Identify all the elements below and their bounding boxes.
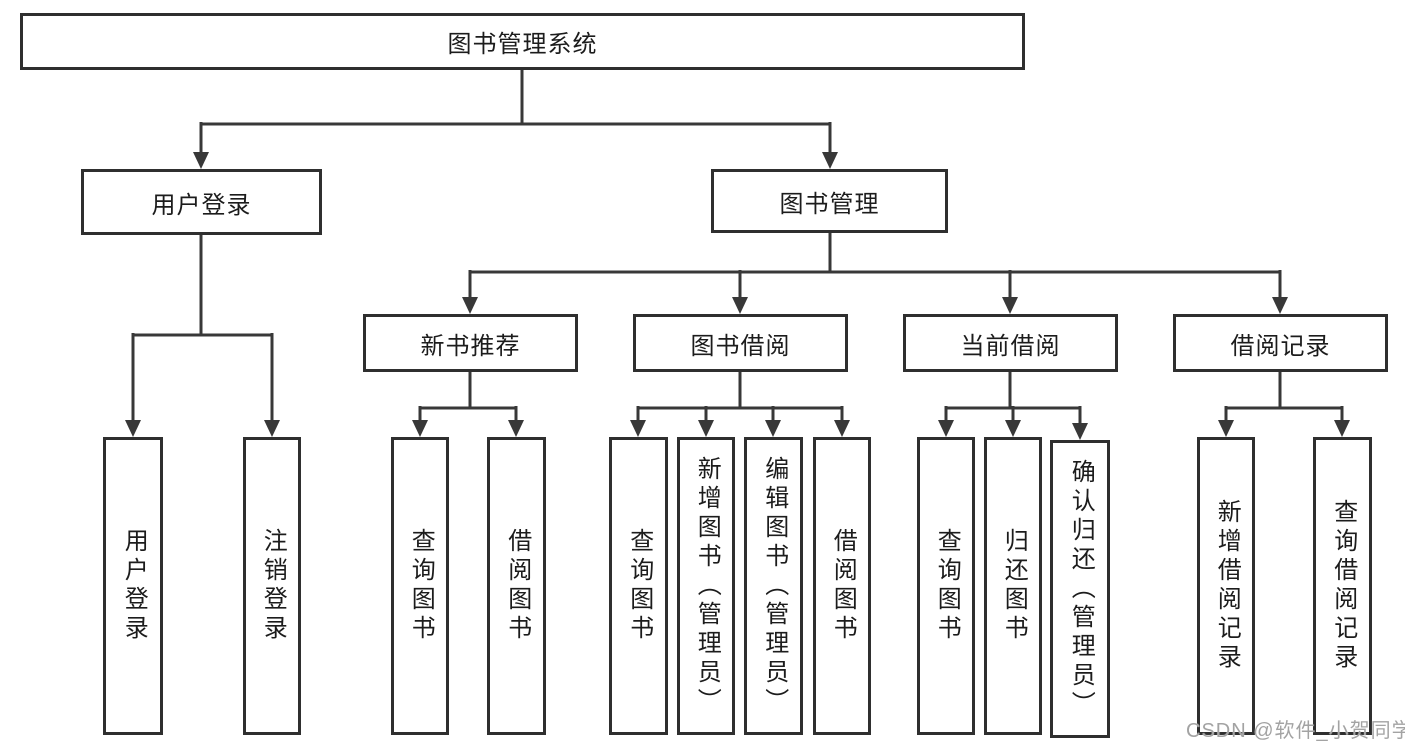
arrowhead-icon (264, 420, 280, 437)
arrowhead-icon (508, 420, 524, 437)
arrowhead-icon (732, 297, 748, 314)
connector-book-borrow (636, 372, 844, 421)
node-root-label: 图书管理系统 (447, 31, 598, 58)
node-current-borrow-label: 当前借阅 (960, 332, 1061, 360)
leaf-logout-label: 注销登录 (259, 528, 287, 644)
leaf-query-borrow-record: 查询借阅记录 (1313, 437, 1372, 735)
arrowhead-icon (765, 420, 781, 437)
connector-user-login (131, 235, 274, 421)
connector-borrow-records-arrows (1218, 420, 1350, 437)
node-book-borrow: 图书借阅 (633, 314, 848, 372)
leaf-borrow-book-1-label: 借阅图书 (503, 528, 531, 644)
leaf-query-borrow-record-label: 查询借阅记录 (1329, 499, 1357, 673)
leaf-confirm-return-admin: 确认归还（管理员） (1050, 440, 1110, 738)
leaf-query-book-1-label: 查询图书 (407, 528, 435, 644)
connector-new-book (418, 372, 518, 421)
connector-current-borrow (944, 372, 1082, 424)
node-borrow-records: 借阅记录 (1173, 314, 1388, 372)
leaf-add-borrow-record-label: 新增借阅记录 (1213, 499, 1241, 673)
node-current-borrow: 当前借阅 (903, 314, 1118, 372)
node-new-book-rec: 新书推荐 (363, 314, 578, 372)
node-root: 图书管理系统 (20, 13, 1025, 70)
arrowhead-icon (1272, 297, 1288, 314)
connector-current-borrow-arrows (938, 420, 1088, 440)
leaf-query-book-2-label: 查询图书 (625, 528, 653, 644)
arrowhead-icon (834, 420, 850, 437)
connector-line (1224, 372, 1344, 421)
leaf-user-login-label: 用户登录 (120, 528, 148, 644)
leaf-edit-book-admin: 编辑图书（管理员） (744, 437, 803, 735)
connector-new-book-arrows (412, 420, 524, 437)
arrowhead-icon (412, 420, 428, 437)
leaf-borrow-book-1: 借阅图书 (487, 437, 546, 735)
watermark: CSDN @软件_小贺同学 (1186, 720, 1405, 742)
leaf-edit-book-admin-label: 编辑图书（管理员） (760, 455, 788, 717)
node-user-login: 用户登录 (81, 169, 322, 235)
node-user-login-label: 用户登录 (151, 191, 252, 219)
leaf-query-book-2: 查询图书 (609, 437, 668, 735)
connector-line (418, 372, 518, 421)
arrowhead-icon (1005, 420, 1021, 437)
arrowhead-icon (938, 420, 954, 437)
leaf-query-book-1: 查询图书 (391, 437, 449, 735)
node-book-borrow-label: 图书借阅 (690, 332, 791, 360)
leaf-add-book-admin: 新增图书（管理员） (677, 437, 735, 735)
arrowhead-icon (193, 152, 209, 169)
leaf-logout: 注销登录 (243, 437, 301, 735)
connector-root-arrows (193, 152, 838, 169)
leaf-add-borrow-record: 新增借阅记录 (1197, 437, 1255, 735)
connector-book-mgmt (468, 233, 1282, 298)
leaf-confirm-return-admin-label: 确认归还（管理员） (1067, 458, 1095, 720)
arrowhead-icon (822, 152, 838, 169)
connector-line (636, 372, 844, 421)
arrowhead-icon (630, 420, 646, 437)
arrowhead-icon (1218, 420, 1234, 437)
leaf-query-book-3: 查询图书 (917, 437, 975, 735)
arrowhead-icon (1002, 297, 1018, 314)
connector-book-mgmt-arrows (462, 297, 1288, 314)
connector-line (468, 233, 1282, 298)
arrowhead-icon (1334, 420, 1350, 437)
leaf-return-book: 归还图书 (984, 437, 1042, 735)
arrowhead-icon (698, 420, 714, 437)
arrowhead-icon (125, 420, 141, 437)
connector-line (199, 70, 832, 154)
connector-book-borrow-arrows (630, 420, 850, 437)
arrowhead-icon (1072, 423, 1088, 440)
leaf-borrow-book-2-label: 借阅图书 (829, 528, 857, 644)
node-book-mgmt-label: 图书管理 (779, 190, 880, 218)
leaf-query-book-3-label: 查询图书 (933, 528, 961, 644)
connector-line (131, 235, 274, 421)
connector-user-login-arrows (125, 420, 280, 437)
connector-root (199, 70, 832, 154)
connector-borrow-records (1224, 372, 1344, 421)
node-book-mgmt: 图书管理 (711, 169, 948, 233)
leaf-borrow-book-2: 借阅图书 (813, 437, 871, 735)
arrowhead-icon (462, 297, 478, 314)
leaf-add-book-admin-label: 新增图书（管理员） (693, 455, 721, 717)
node-new-book-rec-label: 新书推荐 (420, 332, 521, 360)
node-borrow-records-label: 借阅记录 (1230, 332, 1331, 360)
leaf-return-book-label: 归还图书 (1000, 528, 1028, 644)
leaf-user-login: 用户登录 (103, 437, 163, 735)
connector-line (944, 372, 1082, 424)
